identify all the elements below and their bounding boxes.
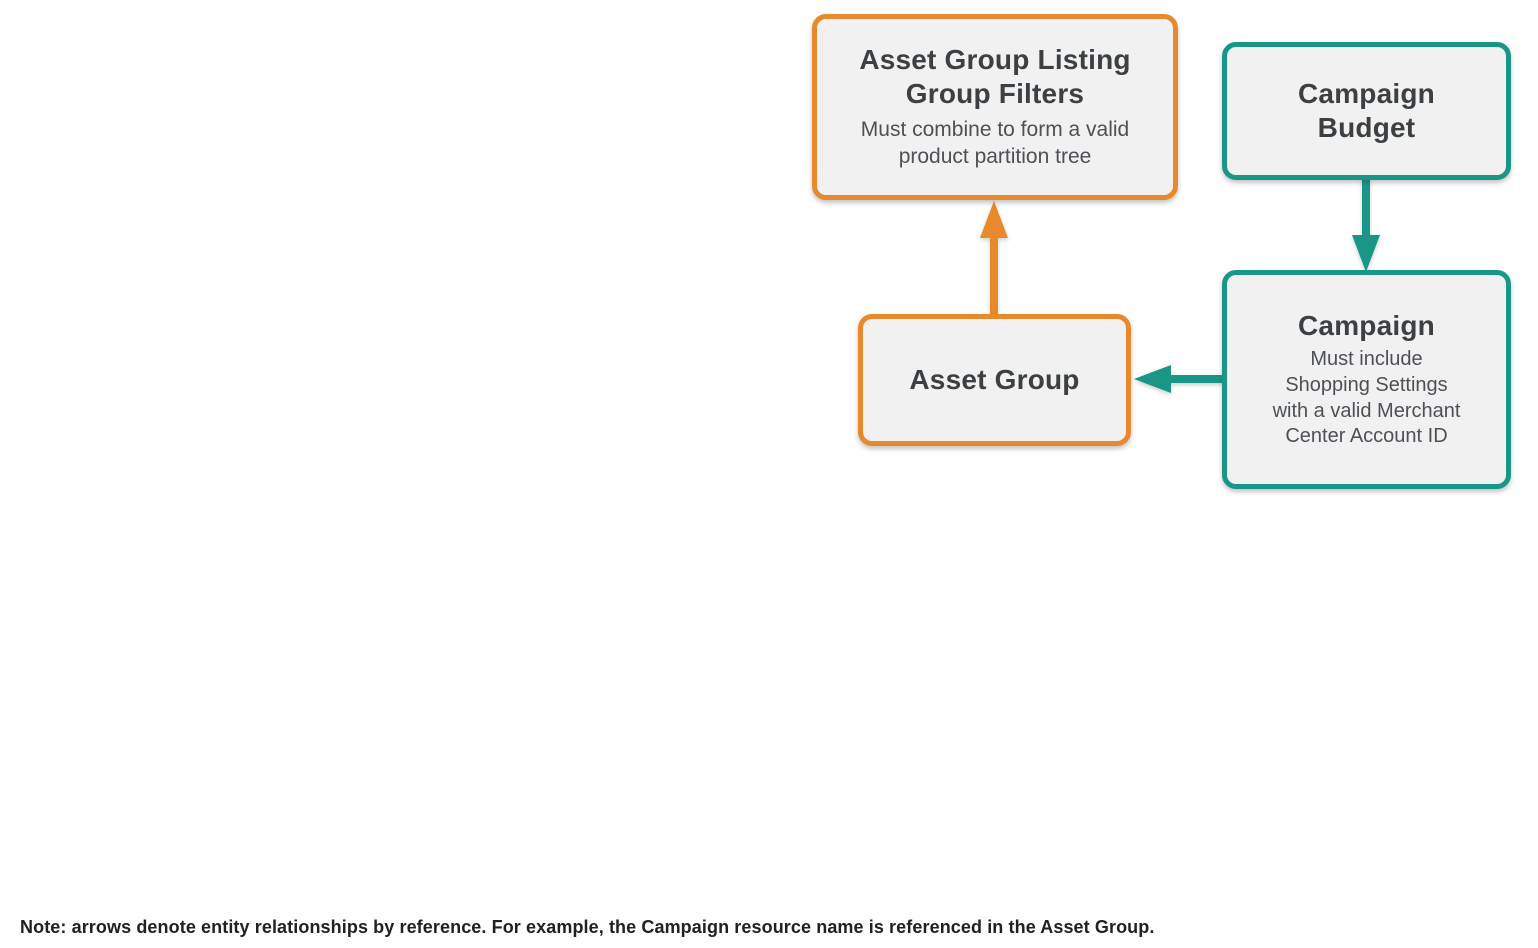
node-asset-group: Asset Group (858, 314, 1131, 446)
node-subtitle-asset-group-listing-group-filters: Must combine to form a valid product par… (860, 118, 1130, 169)
node-title-campaign-budget: Campaign Budget (1298, 77, 1435, 143)
node-campaign: Campaign Must include Shopping Settings … (1222, 270, 1511, 489)
node-title-asset-group: Asset Group (909, 363, 1080, 395)
arrow-asset-group-to-listing-filters-icon (980, 201, 1008, 314)
footnote: Note: arrows denote entity relationships… (20, 917, 1155, 937)
node-campaign-budget: Campaign Budget (1222, 42, 1511, 180)
node-title-campaign: Campaign (1298, 310, 1435, 342)
node-title-asset-group-listing-group-filters: Asset Group Listing Group Filters (859, 43, 1131, 110)
node-subtitle-campaign: Must include Shopping Settings with a va… (1272, 348, 1461, 448)
arrow-campaign-budget-to-campaign-icon (1352, 178, 1380, 272)
node-asset-group-listing-group-filters: Asset Group Listing Group Filters Must c… (812, 14, 1178, 200)
arrow-campaign-to-asset-group-icon (1134, 365, 1224, 393)
